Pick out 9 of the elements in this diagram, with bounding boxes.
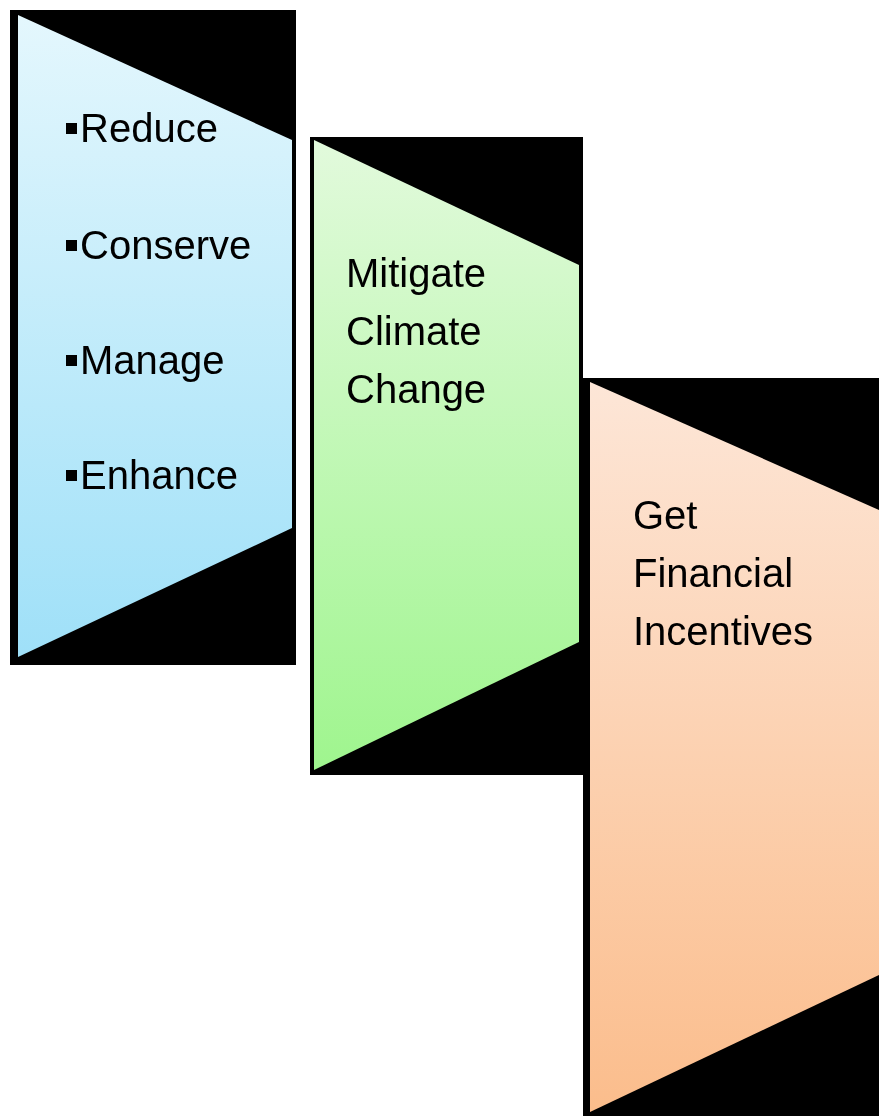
trapezoid-shape [590, 382, 879, 1112]
list-item: Reduce [80, 105, 218, 151]
list-item: Enhance [80, 452, 238, 498]
node-text: Get Financial Incentives [633, 492, 815, 655]
list-item: Conserve [80, 222, 252, 268]
trapezoid-shape [314, 140, 579, 770]
list-item: Manage [80, 337, 225, 383]
node-text: Mitigate Climate Change [346, 250, 488, 413]
trapezoid-shape [18, 15, 292, 657]
